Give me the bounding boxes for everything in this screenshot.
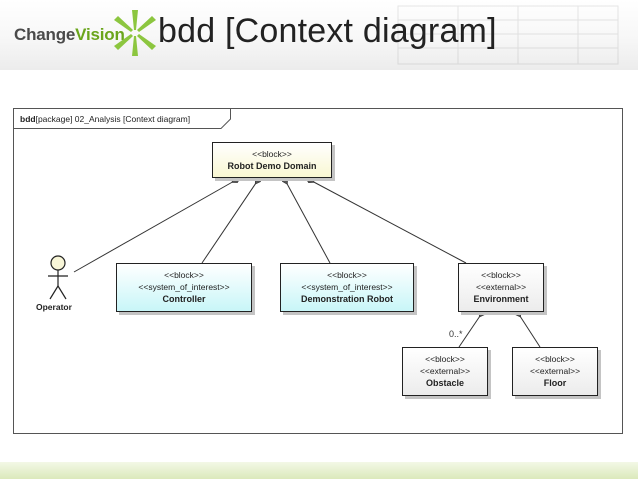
slide-title: bdd [Context diagram]: [158, 12, 497, 50]
multiplicity-label: 0..*: [449, 329, 463, 339]
header-background-pattern: [397, 5, 619, 65]
frame-kind: bdd: [20, 114, 36, 124]
block-stereotype: <<block>>: [481, 270, 521, 280]
block-robot-demo-domain[interactable]: <<block>> Robot Demo Domain: [212, 142, 332, 178]
logo-text: ChangeVision: [14, 25, 125, 45]
block-stereotype-secondary: <<external>>: [475, 282, 527, 292]
block-controller[interactable]: <<block>> <<system_of_interest>> Control…: [116, 263, 252, 312]
block-obstacle[interactable]: <<block>> <<external>> Obstacle: [402, 347, 488, 396]
block-name: Demonstration Robot: [301, 294, 393, 304]
logo-text-vision: Vision: [75, 25, 125, 44]
block-floor[interactable]: <<block>> <<external>> Floor: [512, 347, 598, 396]
operator-label: Operator: [36, 302, 72, 312]
block-environment[interactable]: <<block>> <<external>> Environment: [458, 263, 544, 312]
slide-footer-band: [0, 462, 638, 479]
block-name: Obstacle: [425, 378, 465, 388]
block-stereotype: <<block>>: [252, 149, 292, 159]
block-demonstration-robot[interactable]: <<block>> <<system_of_interest>> Demonst…: [280, 263, 414, 312]
block-stereotype-secondary: <<external>>: [529, 366, 581, 376]
block-stereotype: <<block>>: [164, 270, 204, 280]
changevision-logo: ChangeVision: [14, 10, 164, 56]
block-stereotype: <<block>>: [425, 354, 465, 364]
frame-tab-outline: [14, 109, 231, 129]
logo-star-icon: [114, 10, 156, 56]
logo-text-change: Change: [14, 25, 76, 44]
block-stereotype-secondary: <<system_of_interest>>: [301, 282, 393, 292]
block-stereotype-secondary: <<external>>: [419, 366, 471, 376]
block-stereotype: <<block>>: [327, 270, 367, 280]
block-stereotype: <<block>>: [535, 354, 575, 364]
block-name: Environment: [473, 294, 529, 304]
block-name: Floor: [543, 378, 567, 388]
frame-label: bdd[package] 02_Analysis [Context diagra…: [14, 109, 229, 129]
slide-header: ChangeVision bdd [Context diagram]: [0, 0, 638, 70]
block-name: Controller: [162, 294, 206, 304]
frame-heading: [package] 02_Analysis [Context diagram]: [35, 114, 191, 124]
block-stereotype-secondary: <<system_of_interest>>: [138, 282, 230, 292]
operator-actor-icon[interactable]: [40, 254, 76, 304]
block-name: Robot Demo Domain: [227, 161, 317, 171]
